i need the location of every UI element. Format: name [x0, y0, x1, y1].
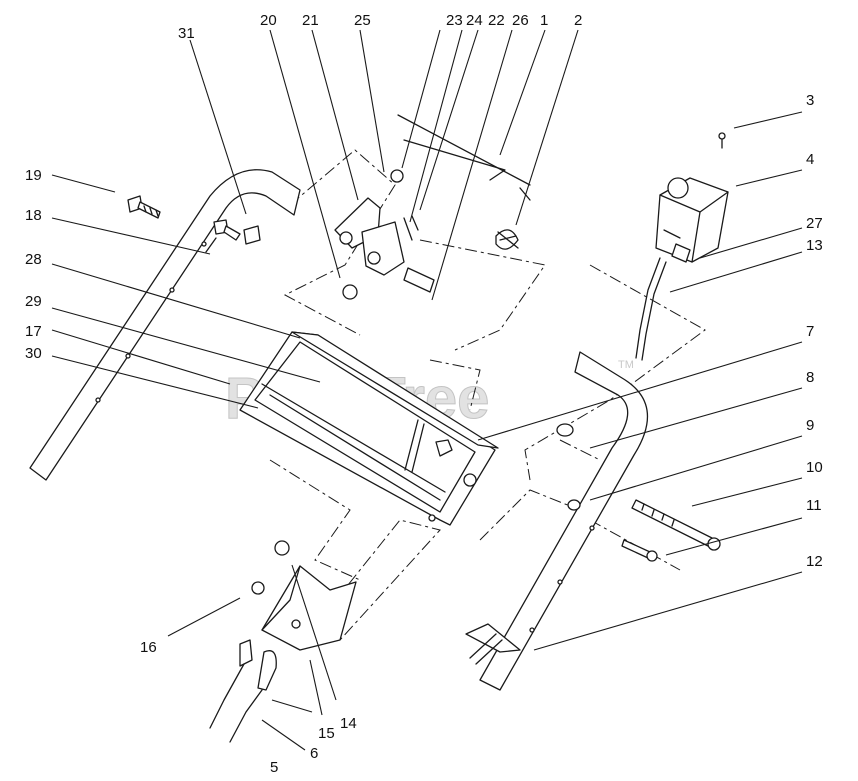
- lower-bracket: [209, 540, 357, 743]
- callout-13: 13: [806, 237, 823, 254]
- callout-1: 1: [540, 12, 548, 29]
- control-panel: [239, 331, 499, 526]
- callout-21: 21: [302, 12, 319, 29]
- callout-16: 16: [140, 639, 157, 656]
- callout-24: 24: [466, 12, 483, 29]
- callout-labels: 1 2 3 4 5 6 7 8 9 10 11 12 13 14 15 16 1…: [25, 12, 823, 776]
- callout-12: 12: [806, 553, 823, 570]
- callout-15: 15: [318, 725, 335, 742]
- callout-23: 23: [446, 12, 463, 29]
- callout-5: 5: [270, 759, 278, 776]
- callout-9: 9: [806, 417, 814, 434]
- callout-8: 8: [806, 369, 814, 386]
- upper-bracket: [397, 114, 531, 201]
- callout-7: 7: [806, 323, 814, 340]
- callout-4: 4: [806, 151, 814, 168]
- left-fasteners: [127, 195, 261, 245]
- callout-2: 2: [574, 12, 582, 29]
- callout-3: 3: [806, 92, 814, 109]
- callout-27: 27: [806, 215, 823, 232]
- callout-25: 25: [354, 12, 371, 29]
- callout-30: 30: [25, 345, 42, 362]
- callout-22: 22: [488, 12, 505, 29]
- callout-6: 6: [310, 745, 318, 762]
- callout-18: 18: [25, 207, 42, 224]
- callout-17: 17: [25, 323, 42, 340]
- callout-31: 31: [178, 25, 195, 42]
- callout-28: 28: [25, 251, 42, 268]
- callout-11: 11: [806, 497, 822, 514]
- callout-10: 10: [806, 459, 823, 476]
- lever-assembly: [334, 169, 519, 300]
- callout-26: 26: [512, 12, 529, 29]
- right-fasteners: [556, 423, 721, 562]
- cable-clip: [465, 623, 521, 665]
- shift-lever-box: [635, 132, 729, 361]
- watermark-trademark: TM: [618, 359, 634, 371]
- right-handle-tube: [479, 351, 649, 691]
- leader-lines: [51, 29, 803, 751]
- callout-19: 19: [25, 167, 42, 184]
- callout-14: 14: [340, 715, 357, 732]
- callout-20: 20: [260, 12, 277, 29]
- callout-29: 29: [25, 293, 42, 310]
- left-handle-tube: [29, 169, 301, 481]
